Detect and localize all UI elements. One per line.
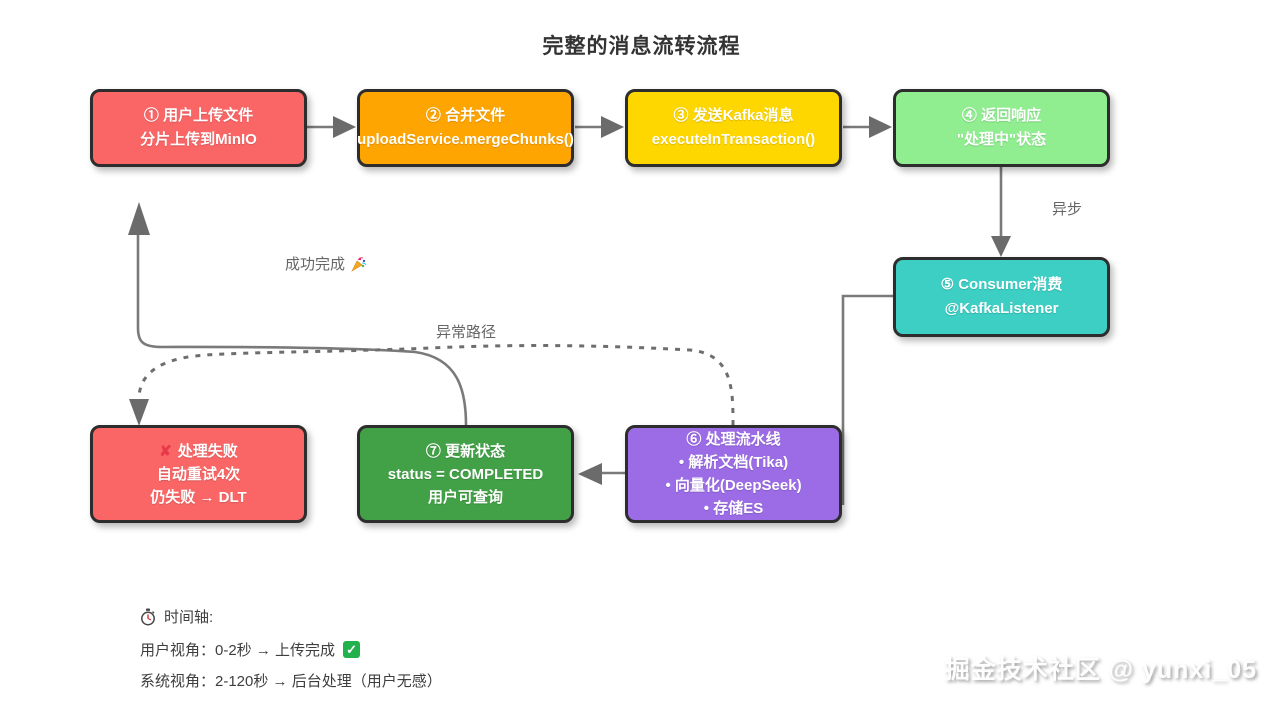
diagram-title: 完整的消息流转流程 bbox=[542, 35, 741, 58]
node-line: • 存储ES bbox=[703, 500, 764, 517]
node-line: 用户可查询 bbox=[427, 488, 503, 506]
node-line: executeInTransaction() bbox=[651, 131, 816, 148]
node-line: ✘处理失败 bbox=[159, 442, 238, 460]
edge-step7-step1-success bbox=[136, 234, 468, 426]
node-line: "处理中"状态 bbox=[956, 131, 1047, 148]
flow-node-process-failed: ✘处理失败 自动重试4次 仍失败 → DLT bbox=[90, 425, 307, 523]
flow-node-send-kafka: ③ 发送Kafka消息 executeInTransaction() bbox=[625, 89, 842, 167]
node-line: status = COMPLETED bbox=[387, 465, 544, 483]
arrowhead-down-icon bbox=[991, 236, 1011, 257]
node-line: @KafkaListener bbox=[944, 300, 1059, 317]
flow-node-consumer: ⑤ Consumer消费 @KafkaListener bbox=[893, 257, 1110, 337]
watermark: 掘金技术社区 @ yunxi_05 bbox=[944, 656, 1257, 684]
node-line: ① 用户上传文件 bbox=[143, 107, 254, 124]
arrowhead-down-icon bbox=[129, 399, 149, 426]
flow-node-return-response: ④ 返回响应 "处理中"状态 bbox=[893, 89, 1110, 167]
arrowhead-left-icon bbox=[578, 463, 602, 485]
stopwatch-icon bbox=[141, 608, 155, 625]
node-line: 自动重试4次 bbox=[156, 465, 241, 483]
node-line: ④ 返回响应 bbox=[961, 107, 1042, 124]
node-line: • 向量化(DeepSeek) bbox=[665, 477, 802, 494]
edge-label-exception: 异常路径 bbox=[436, 324, 497, 341]
flow-node-pipeline: ⑥ 处理流水线 • 解析文档(Tika) • 向量化(DeepSeek) • 存… bbox=[625, 425, 842, 523]
timeline-system-view: 系统视角：2-120秒 → 后台处理（用户无感） bbox=[140, 673, 442, 690]
flow-node-merge-file: ② 合并文件 uploadService.mergeChunks() bbox=[357, 89, 574, 167]
edge-label-success: 成功完成 bbox=[285, 253, 367, 274]
arrowhead-right-icon bbox=[869, 116, 892, 138]
arrowhead-up-icon bbox=[128, 202, 150, 235]
party-popper-icon bbox=[351, 256, 367, 272]
node-line: 分片上传到MinIO bbox=[140, 131, 257, 148]
node-line: ⑦ 更新状态 bbox=[425, 442, 506, 460]
node-line: uploadService.mergeChunks() bbox=[357, 131, 574, 148]
cross-icon: ✘ bbox=[159, 442, 172, 460]
timeline-user-view: 用户视角：0-2秒 → 上传完成 ✓ bbox=[140, 639, 361, 660]
edge-label-async: 异步 bbox=[1052, 201, 1083, 218]
node-line: ⑤ Consumer消费 bbox=[940, 276, 1063, 293]
node-line: ⑥ 处理流水线 bbox=[686, 431, 781, 448]
node-line: ③ 发送Kafka消息 bbox=[673, 107, 794, 124]
edge-step5-step6 bbox=[841, 294, 893, 505]
node-line: ② 合并文件 bbox=[425, 107, 506, 124]
node-line: 仍失败 → DLT bbox=[150, 488, 247, 506]
arrowhead-right-icon bbox=[333, 116, 356, 138]
check-icon: ✓ bbox=[343, 641, 361, 658]
flow-node-update-status: ⑦ 更新状态 status = COMPLETED 用户可查询 bbox=[357, 425, 574, 523]
node-line: • 解析文档(Tika) bbox=[678, 454, 789, 471]
arrowhead-right-icon bbox=[601, 116, 624, 138]
flow-node-upload-file: ① 用户上传文件 分片上传到MinIO bbox=[90, 89, 307, 167]
timeline-heading: 时间轴: bbox=[140, 606, 213, 627]
